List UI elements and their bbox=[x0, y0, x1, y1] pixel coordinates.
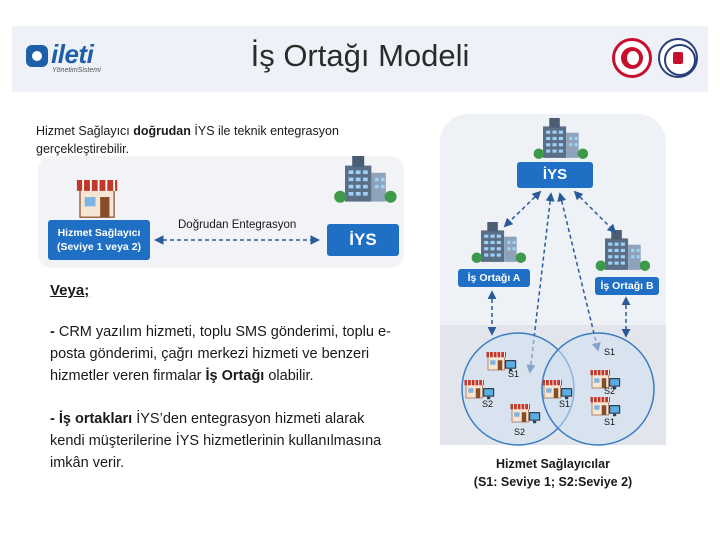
level-label: S1 bbox=[508, 369, 520, 379]
iys-box-left: İYS bbox=[327, 224, 399, 256]
level-label: S2 bbox=[514, 427, 526, 437]
service-provider-label: Hizmet Sağlayıcı bbox=[57, 227, 141, 239]
bullet-1-part-1: CRM yazılım hizmeti, toplu SMS gönderimi… bbox=[50, 324, 391, 384]
iys-box-top: İYS bbox=[517, 162, 593, 188]
service-provider-box: Hizmet Sağlayıcı (Seviye 1 veya 2) bbox=[48, 220, 150, 260]
bullet-partner-definition: - CRM yazılım hizmeti, toplu SMS gönderi… bbox=[50, 321, 402, 387]
logo-subtext: YönetimSistemi bbox=[52, 67, 101, 74]
veya-heading: Veya; bbox=[50, 282, 90, 299]
bullet-2-part-2: İYS’den entegrasyon hizmeti alarak kendi… bbox=[50, 411, 382, 471]
bullet-1-dash: - bbox=[50, 324, 59, 340]
bullet-1-part-2: olabilir. bbox=[264, 368, 314, 384]
page-title: İş Ortağı Modeli bbox=[250, 38, 470, 73]
bullet-2-dash: - bbox=[50, 411, 59, 427]
level-label: S1 bbox=[604, 347, 616, 357]
partner-b-box: İş Ortağı B bbox=[595, 277, 659, 295]
ileti-logo-icon bbox=[26, 45, 48, 67]
ileti-logo: ileti YönetimSistemi bbox=[26, 39, 116, 77]
intro-part-1: Hizmet Sağlayıcı bbox=[36, 124, 134, 138]
providers-caption-legend: (S1: Seviye 1; S2:Seviye 2) bbox=[473, 475, 633, 489]
providers-area bbox=[440, 325, 666, 445]
ministry-seal-icon bbox=[612, 38, 652, 78]
logo-word: ileti bbox=[51, 39, 94, 69]
bullet-partner-service: - İş ortakları İYS’den entegrasyon hizme… bbox=[50, 408, 402, 474]
bullet-2-bold: İş ortakları bbox=[58, 411, 133, 427]
bullet-1-bold: İş Ortağı bbox=[205, 368, 265, 384]
intro-part-2: İYS ile teknik entegrasyon gerçekleştire… bbox=[36, 124, 339, 156]
level-label: S1 bbox=[604, 417, 616, 427]
header-band bbox=[12, 26, 708, 92]
level-label: S2 bbox=[604, 386, 616, 396]
partner-a-box: İş Ortağı A bbox=[458, 269, 530, 287]
intro-bold: doğrudan bbox=[133, 124, 191, 138]
level-label: S1 bbox=[559, 399, 571, 409]
level-label: S2 bbox=[482, 399, 494, 409]
intro-text: Hizmet Sağlayıcı doğrudan İYS ile teknik… bbox=[36, 122, 366, 158]
tobb-seal-icon bbox=[658, 38, 698, 78]
providers-caption-title: Hizmet Sağlayıcılar bbox=[496, 457, 610, 471]
providers-caption: Hizmet Sağlayıcılar (S1: Seviye 1; S2:Se… bbox=[440, 455, 666, 491]
service-provider-level: (Seviye 1 veya 2) bbox=[56, 241, 142, 253]
direct-integration-label: Doğrudan Entegrasyon bbox=[178, 219, 297, 231]
